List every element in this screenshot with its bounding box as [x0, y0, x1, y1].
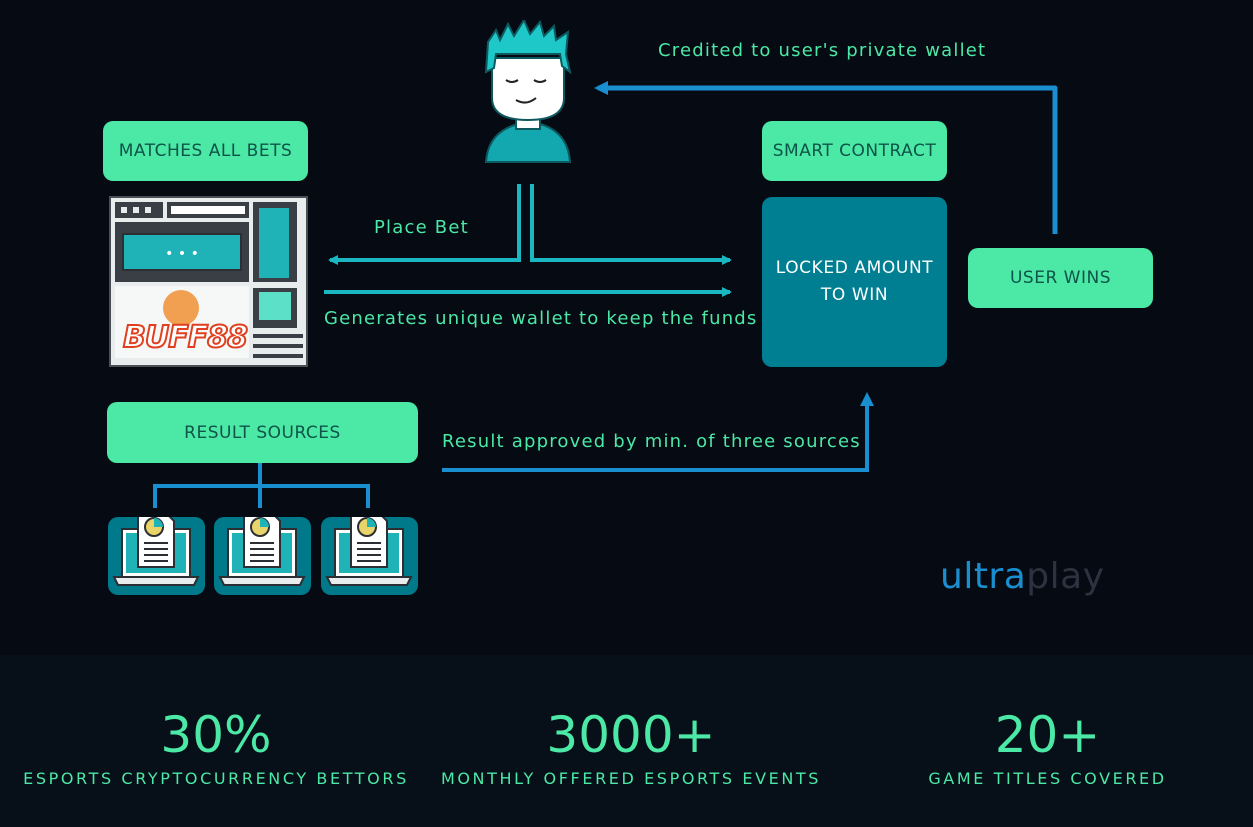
- bookmaker-logo: BUFF88: [122, 319, 249, 356]
- place-bet-arrow-left: [328, 184, 521, 265]
- locked-amount-line2: TO WIN: [820, 285, 889, 305]
- smart-contract-node: SMART CONTRACT: [762, 121, 947, 181]
- stat-value: 3000+: [546, 706, 716, 764]
- ultraplay-logo: ultraplay: [940, 556, 1105, 597]
- stat-value: 20+: [994, 706, 1101, 764]
- place-bet-arrow-right: [530, 184, 732, 265]
- result-approved-label: Result approved by min. of three sources: [442, 431, 861, 452]
- stat-label: GAME TITLES COVERED: [928, 769, 1167, 788]
- laptop-report-icon: [218, 512, 306, 586]
- matches-all-bets-node: MATCHES ALL BETS: [103, 121, 308, 181]
- source-laptop-1: [108, 512, 205, 595]
- stat-events: 3000+ MONTHLY OFFERED ESPORTS EVENTS: [426, 707, 836, 788]
- user-wins-node: USER WINS: [968, 248, 1153, 308]
- svg-text:• • •: • • •: [165, 246, 199, 262]
- bookmaker-site-illustration: • • • BUFF88: [109, 196, 308, 367]
- stats-band: 30% ESPORTS CRYPTOCURRENCY BETTORS 3000+…: [0, 655, 1253, 827]
- laptop-report-icon: [112, 512, 200, 586]
- source-laptop-3: [321, 512, 418, 595]
- source-laptop-2: [214, 512, 311, 595]
- generates-wallet-label: Generates unique wallet to keep the fund…: [324, 308, 758, 329]
- credited-arrow: [594, 81, 1058, 234]
- laptop-report-icon: [325, 512, 413, 586]
- stat-titles: 20+ GAME TITLES COVERED: [880, 707, 1215, 788]
- credited-label: Credited to user's private wallet: [658, 40, 987, 61]
- stat-value: 30%: [160, 706, 272, 764]
- locked-amount-line1: LOCKED AMOUNT: [775, 258, 934, 278]
- stat-label: MONTHLY OFFERED ESPORTS EVENTS: [440, 769, 822, 788]
- result-sources-node: RESULT SOURCES: [107, 402, 418, 463]
- logo-part-play: play: [1026, 556, 1105, 597]
- place-bet-label: Place Bet: [374, 217, 469, 238]
- locked-amount-node: LOCKED AMOUNT TO WIN: [762, 197, 947, 367]
- result-approved-arrow: [442, 392, 874, 472]
- user-avatar-illustration: [484, 20, 572, 163]
- flow-connectors: [153, 81, 1058, 508]
- stat-label: ESPORTS CRYPTOCURRENCY BETTORS: [23, 769, 409, 788]
- logo-part-ultra: ultra: [940, 556, 1027, 597]
- sources-tree-lines: [153, 463, 370, 508]
- stat-bettors: 30% ESPORTS CRYPTOCURRENCY BETTORS: [16, 707, 416, 788]
